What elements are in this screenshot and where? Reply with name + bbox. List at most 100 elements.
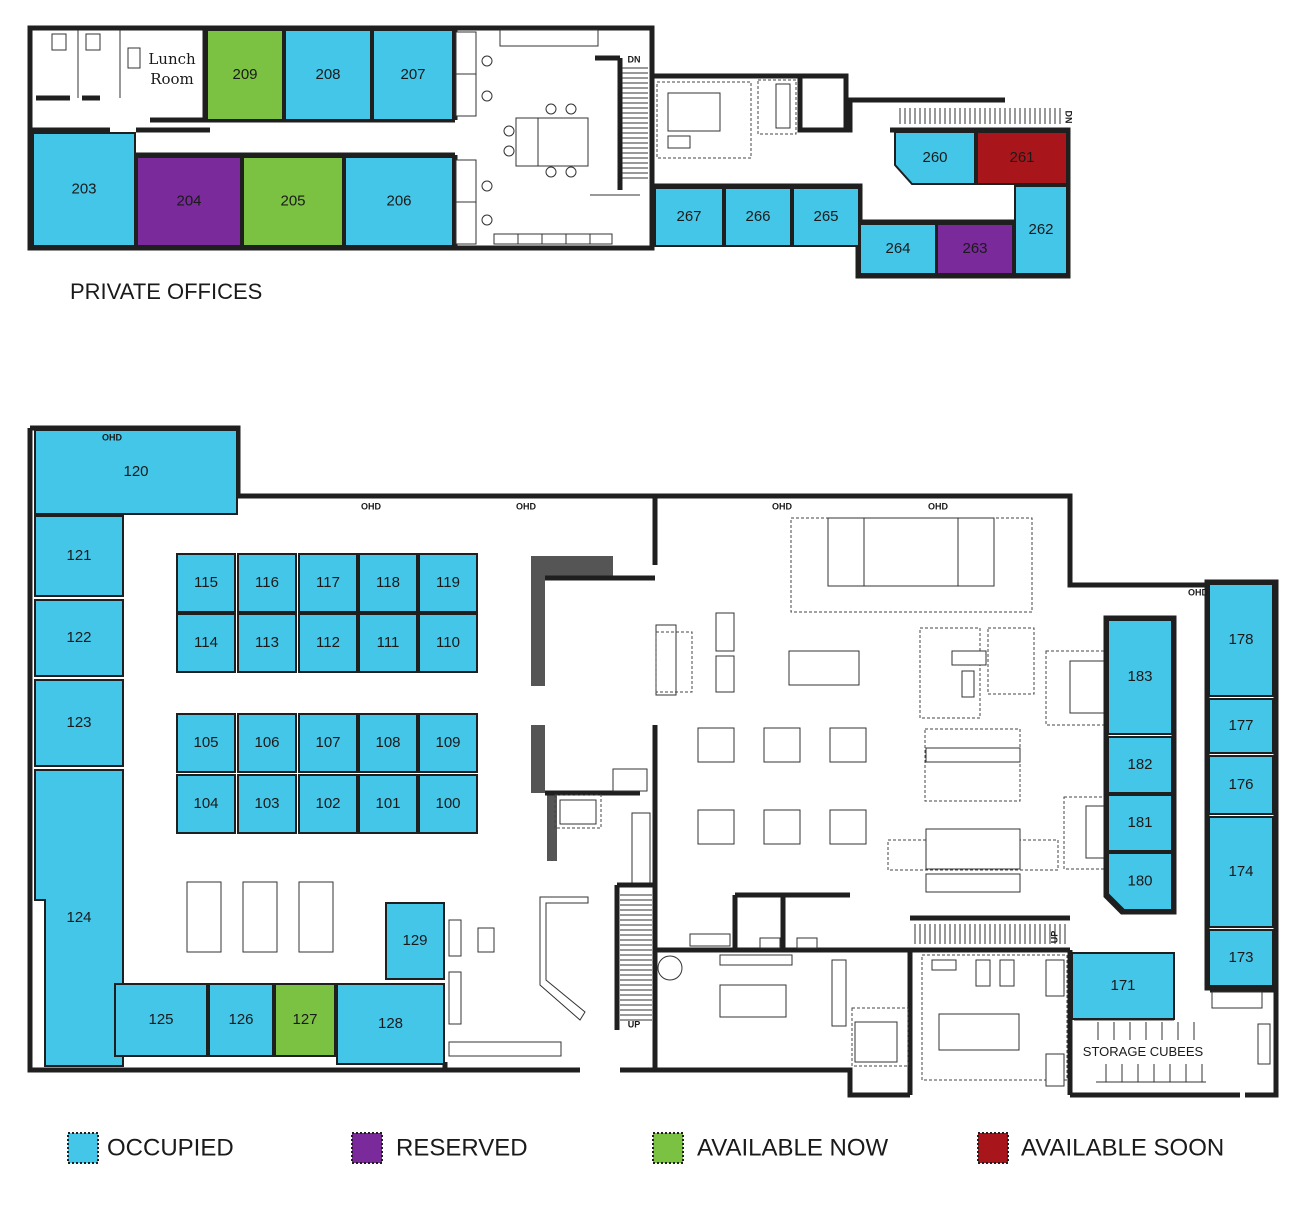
room-267[interactable]: 267 [654,187,724,247]
legend-label-available-soon: AVAILABLE SOON [1021,1134,1224,1161]
room-number-label: 122 [66,629,91,646]
room-128[interactable]: 128 [336,983,445,1065]
room-number-label: 114 [194,634,218,651]
room-number-label: 263 [962,240,987,257]
stair-lines [622,67,648,179]
room-173[interactable]: 173 [1208,929,1274,987]
room-208-fill [284,29,372,121]
room-209[interactable]: 209 [206,29,284,121]
legend: OCCUPIED RESERVED AVAILABLE NOW AVAILABL… [67,1132,1224,1164]
room-117-fill [298,553,358,613]
room-205[interactable]: 205 [242,156,344,247]
room-129-fill [385,902,445,980]
room-number-label: 173 [1228,949,1253,966]
room-120[interactable]: 120 [34,429,238,515]
room-173-fill [1208,929,1274,987]
room-number-label: 100 [435,795,460,812]
room-171-fill [1071,952,1175,1020]
room-182[interactable]: 182 [1107,736,1173,794]
room-number-label: 267 [676,208,701,225]
room-203[interactable]: 203 [32,132,136,247]
legend-swatch-occupied [67,1132,99,1164]
room-105[interactable]: 105 [176,713,236,773]
room-204[interactable]: 204 [136,156,242,247]
room-174[interactable]: 174 [1208,816,1274,928]
room-111[interactable]: 111 [358,613,418,673]
room-264[interactable]: 264 [859,223,937,275]
room-number-label: 107 [315,734,340,751]
room-206[interactable]: 206 [344,156,454,247]
room-100[interactable]: 100 [418,774,478,834]
room-183[interactable]: 183 [1107,619,1173,735]
room-115-fill [176,553,236,613]
room-260-fill [894,131,976,185]
room-266[interactable]: 266 [724,187,792,247]
room-122[interactable]: 122 [34,599,124,677]
room-number-label: 109 [435,734,460,751]
room-266-fill [724,187,792,247]
room-121[interactable]: 121 [34,515,124,597]
room-114-fill [176,613,236,673]
ohd-label-3: OHD [772,501,793,511]
room-127[interactable]: 127 [274,983,336,1057]
room-260[interactable]: 260 [894,131,976,185]
room-102[interactable]: 102 [298,774,358,834]
room-263[interactable]: 263 [936,223,1014,275]
room-265[interactable]: 265 [792,187,860,247]
room-203-fill [32,132,136,247]
room-number-label: 110 [436,634,460,651]
room-178[interactable]: 178 [1208,583,1274,697]
room-101[interactable]: 101 [358,774,418,834]
room-208[interactable]: 208 [284,29,372,121]
room-207[interactable]: 207 [372,29,454,121]
room-182-fill [1107,736,1173,794]
room-103[interactable]: 103 [237,774,297,834]
room-262-fill [1014,185,1068,275]
room-180[interactable]: 180 [1107,852,1173,911]
room-124[interactable]: 124 [34,769,124,1067]
room-176[interactable]: 176 [1208,755,1274,815]
room-107[interactable]: 107 [298,713,358,773]
room-109-fill [418,713,478,773]
stair-dn-label: DN [628,54,641,64]
room-265-fill [792,187,860,247]
room-118-fill [358,553,418,613]
room-115[interactable]: 115 [176,553,236,613]
room-117[interactable]: 117 [298,553,358,613]
room-118[interactable]: 118 [358,553,418,613]
room-114[interactable]: 114 [176,613,236,673]
room-171[interactable]: 171 [1071,952,1175,1020]
room-number-label: 124 [66,909,91,926]
room-number-label: 118 [376,574,400,591]
room-number-label: 113 [255,634,279,651]
room-119-fill [418,553,478,613]
stair-up-label: UP [628,1019,641,1029]
legend-label-occupied: OCCUPIED [107,1134,234,1161]
room-262[interactable]: 262 [1014,185,1068,275]
room-181[interactable]: 181 [1107,794,1173,852]
room-129[interactable]: 129 [385,902,445,980]
room-number-label: 101 [375,795,400,812]
room-112[interactable]: 112 [298,613,358,673]
room-number-label: 112 [316,634,340,651]
room-123-fill [34,679,124,767]
room-108[interactable]: 108 [358,713,418,773]
room-123[interactable]: 123 [34,679,124,767]
room-106[interactable]: 106 [237,713,297,773]
room-100-fill [418,774,478,834]
room-121-fill [34,515,124,597]
room-177[interactable]: 177 [1208,698,1274,754]
room-113[interactable]: 113 [237,613,297,673]
room-204-fill [136,156,242,247]
room-128-fill [336,983,445,1065]
room-104[interactable]: 104 [176,774,236,834]
room-125[interactable]: 125 [114,983,208,1057]
room-number-label: 171 [1110,977,1135,994]
room-119[interactable]: 119 [418,553,478,613]
room-109[interactable]: 109 [418,713,478,773]
room-126[interactable]: 126 [208,983,274,1057]
room-261[interactable]: 261 [976,131,1068,185]
room-110[interactable]: 110 [418,613,478,673]
room-116[interactable]: 116 [237,553,297,613]
